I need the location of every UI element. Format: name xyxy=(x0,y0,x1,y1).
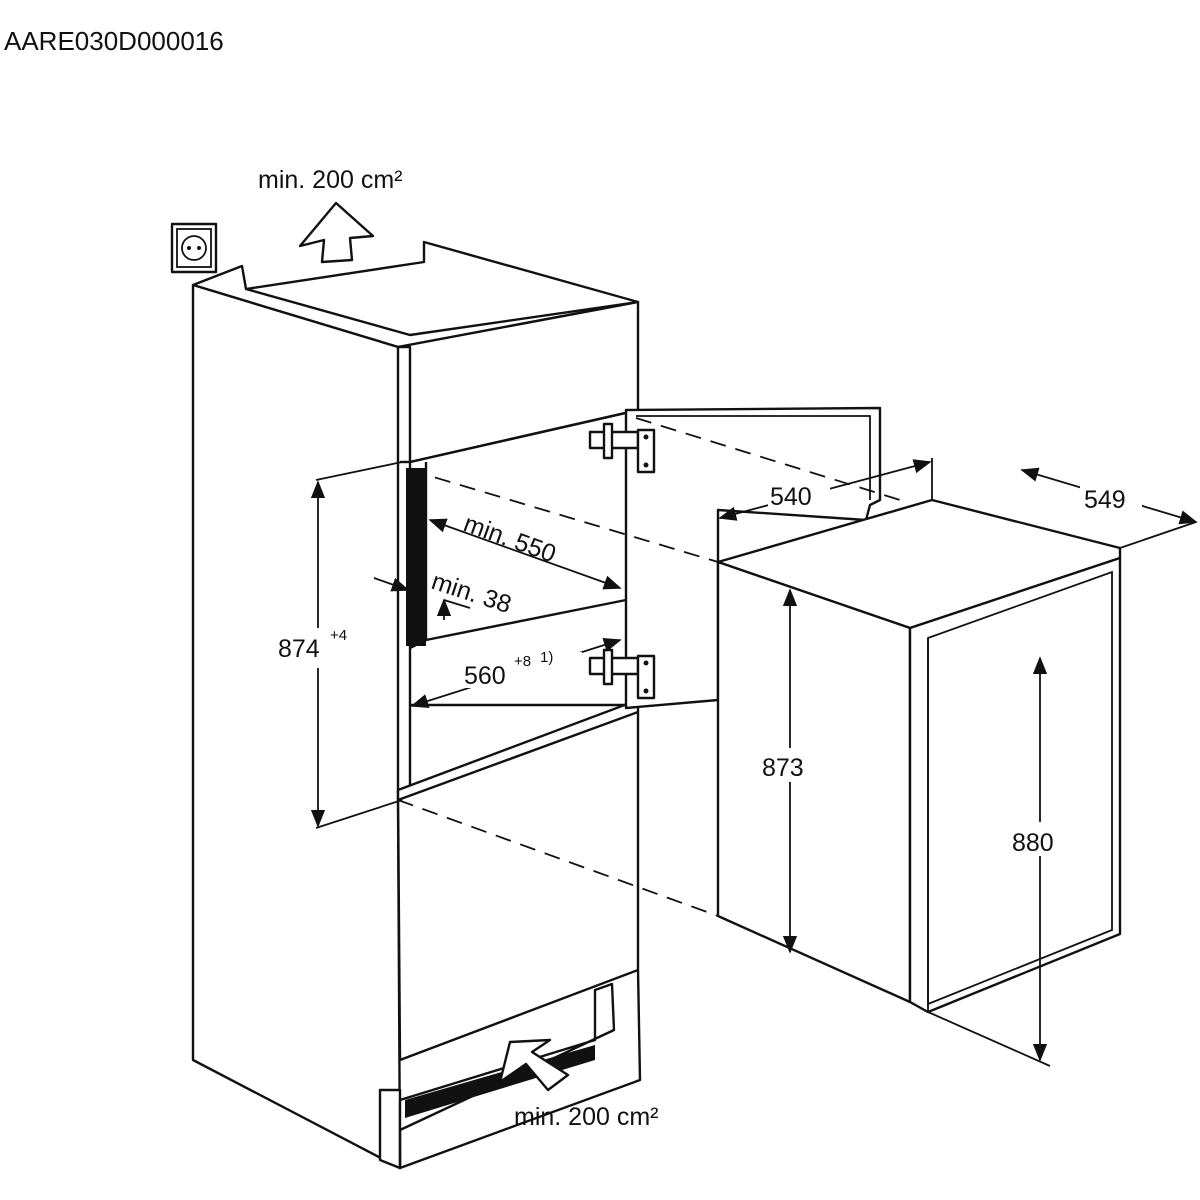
niche-width-tolerance: +8 xyxy=(514,653,531,670)
niche-height-value: 874 xyxy=(278,635,320,663)
dimension-appliance-depth xyxy=(717,458,933,562)
dimension-door-height xyxy=(927,656,1070,1067)
niche-height-tolerance: +4 xyxy=(330,627,347,644)
door-hinge-icon xyxy=(588,422,656,474)
niche-width-note: 1) xyxy=(540,649,553,666)
arrow-diagonal-icon xyxy=(498,1038,570,1092)
bottom-ventilation-label: min. 200 cm² xyxy=(514,1103,658,1131)
niche-depth-min: min. 550 xyxy=(460,509,560,568)
arrow-up-icon xyxy=(298,201,375,264)
dimension-niche-width xyxy=(410,638,622,708)
dimension-gap xyxy=(373,577,471,620)
appliance-height-value: 873 xyxy=(762,754,804,782)
kitchen-cabinet xyxy=(191,240,642,1170)
appliance-total-depth-value: 549 xyxy=(1084,486,1126,514)
top-ventilation-label: min. 200 cm² xyxy=(258,166,402,194)
document-code: AARE030D000016 xyxy=(4,26,224,56)
dimension-niche-depth xyxy=(428,518,622,590)
projection-lines xyxy=(397,417,901,917)
niche-gap-min: min. 38 xyxy=(428,567,515,619)
dimension-appliance-total-depth xyxy=(1020,467,1198,549)
dimension-appliance-height xyxy=(760,588,820,954)
appliance-depth-value: 540 xyxy=(770,483,812,511)
dimension-niche-height xyxy=(272,461,403,829)
niche-width-value: 560 xyxy=(464,662,506,690)
door-height-value: 880 xyxy=(1012,829,1054,857)
door-hinge-icon xyxy=(588,648,656,700)
power-socket-icon xyxy=(170,222,218,274)
